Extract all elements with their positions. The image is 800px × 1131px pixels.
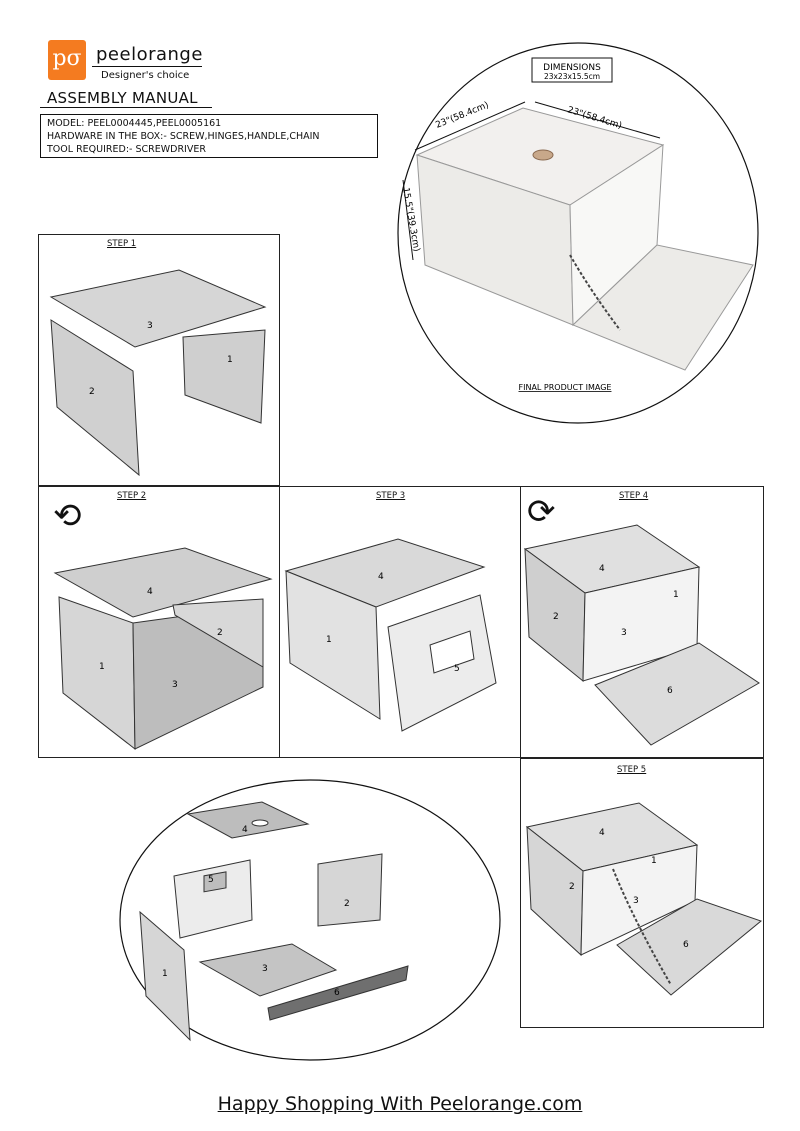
step1-drawing: 3 1 2 (49, 269, 267, 477)
model-line: MODEL: PEEL0004445,PEEL0005161 (47, 118, 222, 129)
step5-part-2: 2 (569, 882, 575, 892)
step1-part-1: 1 (227, 355, 233, 365)
final-product-caption: FINAL PRODUCT IMAGE (519, 383, 612, 392)
rotate-icon: ⟲ (53, 496, 82, 536)
step3-panel: STEP 3 4 1 5 (279, 486, 521, 758)
step5-part-4: 4 (599, 828, 605, 838)
step1-label: STEP 1 (107, 239, 137, 249)
step4-drawing: 4 1 2 3 6 (523, 524, 760, 746)
step3-label: STEP 3 (376, 491, 406, 501)
rotate-icon: ⟳ (527, 492, 556, 532)
manual-title: ASSEMBLY MANUAL (47, 89, 198, 107)
exploded-part-6: 6 (334, 988, 340, 998)
step3-part-1: 1 (326, 635, 332, 645)
step1-part-2: 2 (89, 387, 95, 397)
step4-panel: STEP 4 ⟳ 4 1 2 3 6 (520, 486, 764, 758)
hardware-line: HARDWARE IN THE BOX:- SCREW,HINGES,HANDL… (47, 131, 320, 142)
exploded-part-1: 1 (162, 969, 168, 979)
step5-part-1: 1 (651, 856, 657, 866)
step5-panel: STEP 5 4 1 2 3 6 (520, 758, 764, 1028)
step2-part-2: 2 (217, 628, 223, 638)
step4-part-2: 2 (553, 612, 559, 622)
info-box: MODEL: PEEL0004445,PEEL0005161 HARDWARE … (40, 114, 378, 158)
step4-part-3: 3 (621, 628, 627, 638)
step3-part-4: 4 (378, 572, 384, 582)
step2-drawing: 4 2 1 3 (53, 547, 273, 751)
footer-text: Happy Shopping With Peelorange.com (217, 1093, 583, 1115)
exploded-part-2: 2 (344, 899, 350, 909)
step3-drawing: 4 1 5 (284, 538, 497, 732)
brand-underline (92, 66, 202, 67)
exploded-part-5: 5 (208, 875, 214, 885)
dimensions-title: DIMENSIONS (543, 63, 601, 73)
step4-part-1: 1 (673, 590, 679, 600)
step1-panel: STEP 1 3 1 2 (38, 234, 280, 486)
step5-part-6: 6 (683, 940, 689, 950)
step2-part-3: 3 (172, 680, 178, 690)
exploded-part-4: 4 (242, 825, 248, 835)
final-product-figure: DIMENSIONS 23x23x15.5cm 23"(58.4cm) 23"(… (397, 42, 759, 424)
step3-part-5: 5 (454, 664, 460, 674)
tool-line: TOOL REQUIRED:- SCREWDRIVER (47, 144, 206, 155)
step2-part-4: 4 (147, 587, 153, 597)
step2-label: STEP 2 (117, 491, 147, 501)
step2-part-1: 1 (99, 662, 105, 672)
exploded-view-figure: 4 5 2 1 3 6 (119, 779, 501, 1061)
step4-part-4: 4 (599, 564, 605, 574)
dimensions-value: 23x23x15.5cm (544, 72, 600, 81)
brand-tagline: Designer's choice (101, 70, 190, 81)
step5-part-3: 3 (633, 896, 639, 906)
step5-drawing: 4 1 2 3 6 (525, 802, 763, 996)
brand-name: peelorange (96, 44, 203, 65)
step4-label: STEP 4 (619, 491, 649, 501)
step5-label: STEP 5 (617, 765, 647, 775)
step1-part-3: 3 (147, 321, 153, 331)
step4-part-6: 6 (667, 686, 673, 696)
brand-logo: pσ (48, 40, 86, 80)
exploded-part-3: 3 (262, 964, 268, 974)
step2-panel: STEP 2 ⟲ 4 2 1 3 (38, 486, 280, 758)
title-underline (40, 107, 212, 108)
